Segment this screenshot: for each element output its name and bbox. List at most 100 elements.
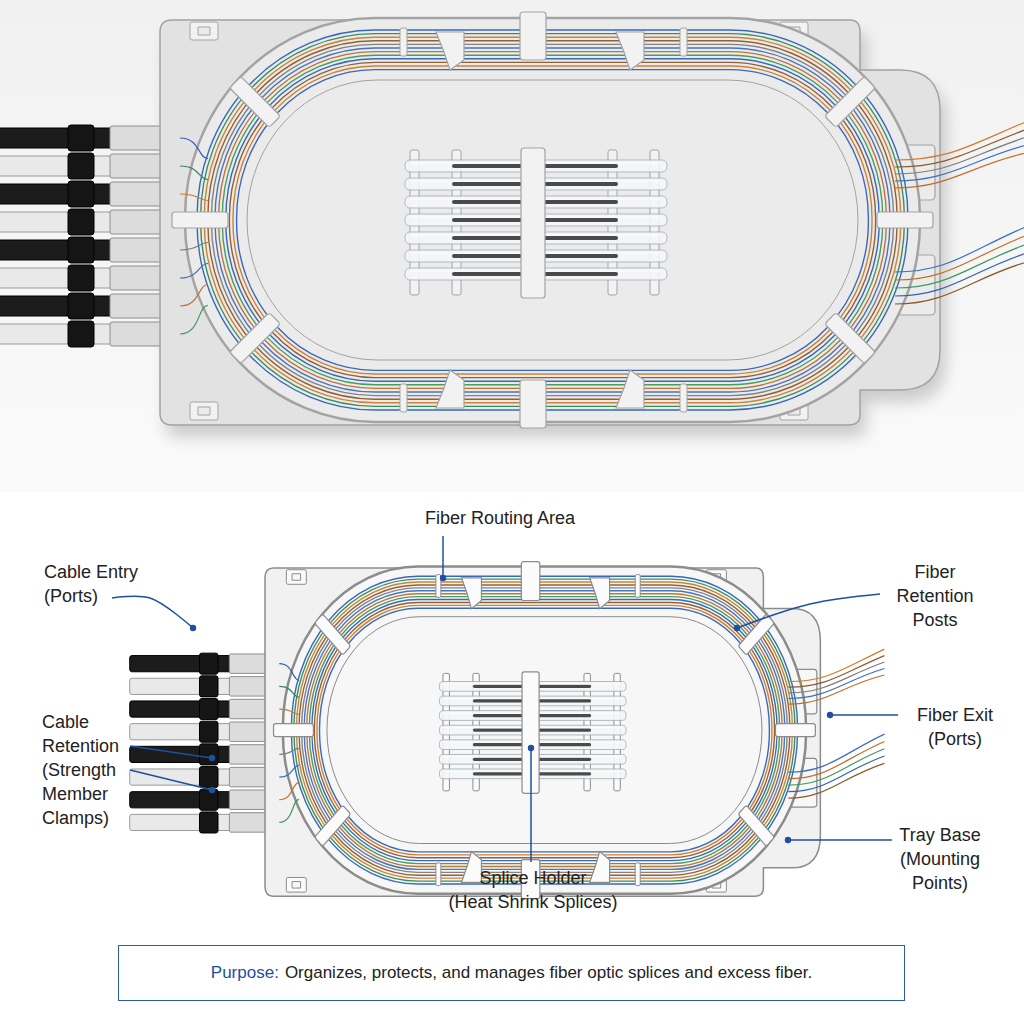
mounting-hole — [198, 407, 210, 415]
callout-label: Tray Base (Mounting Points) — [885, 823, 995, 895]
strength-member-clamp — [199, 767, 218, 788]
entry-fiber — [180, 243, 208, 251]
center-post — [520, 380, 546, 428]
retention-post — [825, 77, 876, 128]
callout-label: Cable Entry (Ports) — [44, 560, 174, 608]
strength-member-clamp — [199, 676, 218, 697]
exit-fiber — [788, 669, 884, 699]
fiber-loop — [197, 30, 908, 410]
fiber-loop — [312, 600, 777, 861]
leader-line — [130, 746, 212, 758]
strength-member-clamp — [68, 265, 94, 291]
callout-label: Splice Holder (Heat Shrink Splices) — [403, 866, 663, 914]
label-line: Splice Holder — [403, 866, 663, 890]
retention-post — [315, 805, 351, 846]
retention-post-body — [315, 805, 351, 846]
mounting-hole — [198, 27, 210, 35]
leader-line — [530, 748, 532, 862]
retention-hook — [436, 370, 464, 408]
fiber-loop — [304, 591, 785, 870]
routing-wall — [185, 18, 920, 422]
retention-pin — [680, 384, 687, 412]
label-line: (Heat Shrink Splices) — [403, 890, 663, 914]
mounting-hole — [292, 882, 301, 888]
leader-dot — [827, 712, 833, 718]
retention-hook — [616, 32, 644, 70]
retention-hook — [590, 578, 610, 609]
retention-post-body — [172, 212, 228, 228]
fiber-loop — [219, 52, 887, 389]
box-text: Organizes, protects, and manages fiber o… — [285, 962, 812, 984]
retention-pin — [436, 863, 441, 886]
retention-pin — [635, 575, 640, 598]
retention-post-body — [230, 313, 281, 364]
leader-line — [788, 839, 892, 841]
retention-hook — [590, 852, 610, 883]
retention-hook — [462, 578, 482, 609]
label-line: (Strength Member Clamps) — [42, 758, 134, 830]
retention-post-body — [776, 724, 816, 737]
retention-post — [738, 614, 774, 655]
purpose-box: Purpose: Organizes, protects, and manages… — [118, 945, 905, 1001]
leader-line — [112, 596, 193, 628]
strength-member-clamp — [68, 125, 94, 151]
retention-pin — [400, 384, 407, 412]
strength-member-clamp — [68, 209, 94, 235]
fiber-loop — [204, 37, 901, 403]
callout: Cable Entry (Ports) — [44, 560, 174, 608]
strength-member-clamp — [68, 153, 94, 179]
splice-holder-bar — [521, 148, 545, 298]
callout-label: Fiber Retention Posts — [885, 560, 985, 632]
exit-fiber — [788, 649, 884, 681]
callout: Fiber Exit (Ports) — [900, 703, 1010, 751]
mounting-tab — [286, 570, 306, 585]
leader-dot — [528, 745, 534, 751]
leader-line — [130, 770, 212, 790]
entry-fiber — [180, 264, 208, 279]
retention-pin — [635, 863, 640, 886]
exit-fiber — [788, 756, 884, 792]
box-heading: Purpose: — [211, 962, 279, 984]
retention-post-body — [230, 77, 281, 128]
exit-fiber — [895, 120, 1024, 160]
inner-floor — [327, 617, 762, 844]
callout: Fiber Retention Posts — [885, 560, 985, 632]
entry-fiber — [279, 664, 299, 681]
label-line: Cable Retention — [42, 710, 134, 758]
callout: Fiber Routing Area — [380, 506, 620, 530]
label-line: Fiber Retention Posts — [885, 560, 985, 632]
fiber-loop — [314, 602, 774, 857]
retention-post — [877, 212, 933, 228]
entry-fiber — [180, 138, 208, 159]
retention-hook — [436, 32, 464, 70]
retention-post-body — [274, 724, 314, 737]
fiber-loop — [208, 41, 897, 399]
callout: Cable Retention (Strength Member Clamps) — [42, 710, 134, 830]
strength-member-clamp — [199, 789, 218, 810]
label-line: Fiber Routing Area — [380, 506, 620, 530]
photo-background — [0, 0, 1024, 492]
fiber-loop — [229, 62, 875, 377]
leader-line — [737, 594, 880, 628]
exit-fiber — [788, 675, 884, 704]
retention-post — [776, 724, 816, 737]
label-line: Tray Base — [885, 823, 995, 847]
fiber-loop — [307, 594, 782, 867]
label-line: (Ports) — [900, 727, 1010, 751]
entry-fiber — [279, 748, 299, 754]
fiber-loop — [215, 48, 890, 392]
routing-wall — [283, 566, 806, 893]
fiber-loop — [317, 605, 772, 854]
entry-fiber — [279, 799, 299, 822]
diagram-tray — [130, 562, 885, 899]
leader-line — [830, 714, 898, 716]
exit-fiber — [895, 261, 1024, 304]
retention-post — [315, 614, 351, 655]
retention-post-body — [825, 313, 876, 364]
exit-fiber — [895, 152, 1024, 188]
retention-pin — [400, 28, 407, 56]
center-post — [521, 562, 540, 601]
fiber-loop — [233, 66, 872, 374]
retention-post-body — [738, 805, 774, 846]
